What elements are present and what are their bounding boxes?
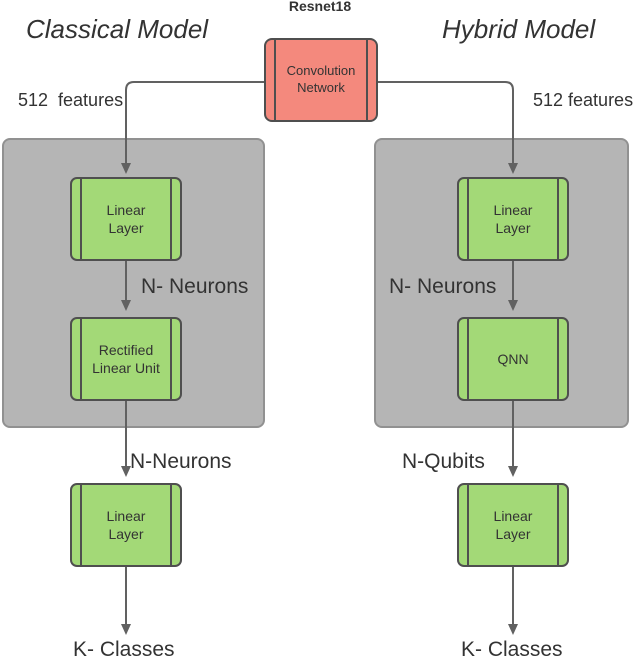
process-bar (170, 319, 172, 399)
hybrid-n-neurons-label: N- Neurons (389, 275, 497, 298)
classical-512-features-label: 512 features (18, 90, 124, 110)
classical-n-neurons-output-label: N-Neurons (130, 450, 232, 473)
hybrid-512-features-label: 512 features (533, 90, 634, 110)
rectified-linear-unit-label: Rectified Linear Unit (92, 341, 160, 376)
process-bar (170, 485, 172, 565)
qnn-label: QNN (497, 350, 529, 367)
process-bar (80, 319, 82, 399)
hybrid-linear-layer-label: Linear Layer (493, 201, 533, 236)
process-bar (557, 319, 559, 399)
hybrid-model-title: Hybrid Model (442, 14, 596, 44)
classical-k-classes-label: K- Classes (73, 638, 175, 661)
qnn-box: QNN (457, 317, 569, 401)
rectified-linear-unit-box: Rectified Linear Unit (70, 317, 182, 401)
process-bar (557, 485, 559, 565)
convolution-network-box: Convolution Network (264, 38, 378, 122)
process-bar (467, 485, 469, 565)
hybrid-output-linear-layer-label: Linear Layer (493, 507, 533, 542)
classical-output-linear-layer-box: Linear Layer (70, 483, 182, 567)
process-bar (170, 179, 172, 259)
process-bar (366, 40, 368, 120)
classical-linear-layer-label: Linear Layer (106, 201, 146, 236)
hybrid-k-classes-label: K- Classes (461, 638, 563, 661)
hybrid-n-qubits-label: N-Qubits (402, 450, 485, 473)
process-bar (80, 179, 82, 259)
hybrid-linear-layer-box: Linear Layer (457, 177, 569, 261)
classical-n-neurons-label: N- Neurons (141, 275, 249, 298)
process-bar (467, 319, 469, 399)
process-bar (467, 179, 469, 259)
process-bar (274, 40, 276, 120)
convolution-network-label: Convolution Network (286, 63, 356, 95)
classical-model-title: Classical Model (26, 14, 209, 44)
classical-output-linear-layer-label: Linear Layer (106, 507, 146, 542)
resnet18-label: Resnet18 (288, 0, 352, 14)
classical-linear-layer-box: Linear Layer (70, 177, 182, 261)
process-bar (80, 485, 82, 565)
process-bar (557, 179, 559, 259)
hybrid-output-linear-layer-box: Linear Layer (457, 483, 569, 567)
